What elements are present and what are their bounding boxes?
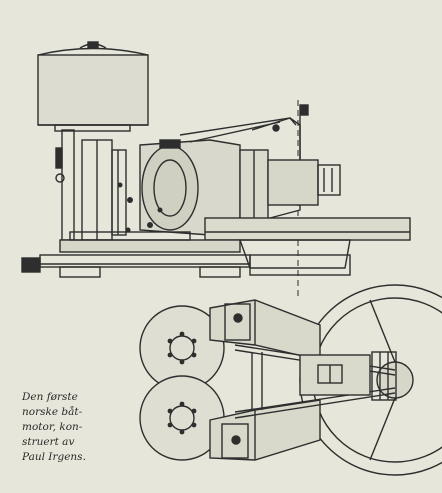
base-plate [21, 231, 351, 278]
caption-line: Den første [22, 391, 78, 403]
lower-cylinder-block [209, 399, 321, 461]
figure-caption: Den første norske båt- motor, kon- strue… [22, 390, 142, 465]
caption-line: struert av [22, 436, 75, 448]
cylinder [139, 139, 269, 236]
crosshead [179, 104, 341, 219]
crank-disc-upper [139, 305, 225, 391]
fuel-tank [37, 41, 149, 132]
caption-line: motor, kon- [22, 421, 83, 433]
flywheel-side [204, 217, 411, 269]
valve-gear [234, 344, 397, 419]
crank-disc-lower [139, 375, 225, 461]
caption-line: norske båt- [22, 406, 83, 418]
caption-line: Paul Irgens. [22, 451, 86, 463]
bolt-details [117, 182, 163, 233]
upper-cylinder-block [209, 299, 321, 361]
